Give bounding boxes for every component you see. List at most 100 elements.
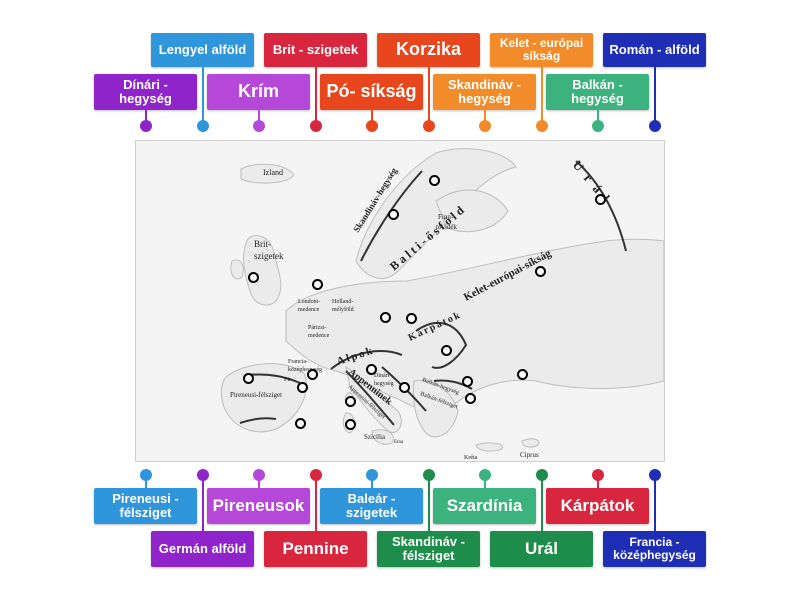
crete-shape	[475, 442, 504, 452]
map-pin[interactable]	[465, 393, 476, 404]
label-dinari-hegyseg[interactable]: Dínári - hegység	[94, 74, 197, 110]
map-pin[interactable]	[399, 382, 410, 393]
connector-dot-pireneusi-felsziget	[140, 469, 152, 481]
connector-skandinav-hegyseg	[484, 110, 486, 122]
betic-range	[239, 417, 277, 424]
map-pin[interactable]	[243, 373, 254, 384]
map-text-izland: Izland	[263, 168, 283, 177]
connector-german	[202, 479, 204, 531]
map-pin[interactable]	[429, 175, 440, 186]
connector-dot-balkan-hegyseg	[592, 120, 604, 132]
connector-po	[371, 110, 373, 122]
map-pin[interactable]	[535, 266, 546, 277]
balkan-range	[433, 379, 473, 390]
label-german-alfold[interactable]: Germán alföld	[151, 531, 254, 567]
appennine-range	[345, 370, 395, 426]
map-pin[interactable]	[307, 369, 318, 380]
map-text-pir: Pir	[284, 377, 291, 383]
connector-korzika	[428, 67, 430, 122]
label-pireneusi-felsziget[interactable]: Pireneusi - félsziget	[94, 488, 197, 524]
connector-szardinia	[484, 479, 486, 488]
map-text-parizsi-medence: medence	[308, 333, 330, 339]
label-francia-kozephegyseg[interactable]: Francia - középhegység	[603, 531, 706, 567]
label-karpatok[interactable]: Kárpátok	[546, 488, 649, 524]
connector-karpatok	[597, 479, 599, 488]
label-pennine[interactable]: Pennine	[264, 531, 367, 567]
connector-pireneusi-felsziget	[145, 479, 147, 488]
label-korzika[interactable]: Korzika	[377, 33, 480, 67]
connector-dot-roman	[649, 120, 661, 132]
label-balkan-hegyseg[interactable]: Balkán - hegység	[546, 74, 649, 110]
map-text-tovidek: tóvidék	[436, 223, 457, 231]
map-pin[interactable]	[345, 419, 356, 430]
britain-shape	[243, 235, 282, 306]
connector-dot-szardinia	[479, 469, 491, 481]
map-pin[interactable]	[295, 418, 306, 429]
label-roman-alfold[interactable]: Román - alföld	[603, 33, 706, 67]
map-text-pireneusi: Pireneusi-félsziget	[230, 391, 282, 399]
connector-balkan-hegyseg	[597, 110, 599, 122]
map-pin[interactable]	[312, 279, 323, 290]
map-text-kozephegyseg: középhegység	[288, 367, 322, 373]
label-pireneusok[interactable]: Pireneusok	[207, 488, 310, 524]
label-szardinia[interactable]: Szardínia	[433, 488, 536, 524]
map-text-kreta: Kréta	[464, 455, 478, 461]
connector-dot-skandinav-felsziget	[423, 469, 435, 481]
label-lengyel-alfold[interactable]: Lengyel alföld	[151, 33, 254, 67]
connector-dot-balear	[366, 469, 378, 481]
label-krim[interactable]: Krím	[207, 74, 310, 110]
connector-dinari	[145, 110, 147, 122]
connector-brit	[315, 67, 317, 122]
map-text-medence: medence	[298, 307, 320, 313]
connector-pennine	[315, 479, 317, 531]
label-ural[interactable]: Urál	[490, 531, 593, 567]
pyrenees-range	[247, 373, 301, 384]
map-pin[interactable]	[380, 312, 391, 323]
ireland-shape	[230, 259, 244, 280]
sicily-shape	[371, 429, 394, 445]
balkan-shape	[413, 379, 459, 438]
map-pin[interactable]	[462, 376, 473, 387]
map-text-dinari: Dinári-	[374, 373, 391, 379]
connector-dot-brit	[310, 120, 322, 132]
europe-map: Izland Brit- szigetek Skandináv-hegység …	[135, 140, 665, 462]
connector-kelet	[541, 67, 543, 122]
connector-dot-kelet	[536, 120, 548, 132]
label-kelet-europai-siksag[interactable]: Kelet - európai síkság	[490, 33, 593, 67]
connector-dot-pireneusok	[253, 469, 265, 481]
connector-skandinav-felsziget	[428, 479, 430, 531]
map-pin[interactable]	[388, 209, 399, 220]
connector-dot-francia	[649, 469, 661, 481]
label-skandinav-felsziget[interactable]: Skandináv - félsziget	[377, 531, 480, 567]
map-pin[interactable]	[595, 194, 606, 205]
map-text-holland: Holland-	[332, 299, 353, 305]
alps-range	[330, 350, 403, 370]
map-text-londoni: Londoni-	[298, 299, 320, 305]
connector-dot-korzika	[423, 120, 435, 132]
map-pin[interactable]	[297, 382, 308, 393]
connector-roman	[654, 67, 656, 122]
map-text-brit: Brit-	[254, 239, 271, 249]
scandinavia-shape	[355, 148, 517, 279]
map-text-francia: Francia-	[288, 359, 308, 365]
connector-balear	[371, 479, 373, 488]
label-po-siksag[interactable]: Pó- síkság	[320, 74, 423, 110]
map-pin[interactable]	[366, 364, 377, 375]
map-pin[interactable]	[345, 396, 356, 407]
map-pin[interactable]	[517, 369, 528, 380]
label-balear-szigetek[interactable]: Baleár - szigetek	[320, 488, 423, 524]
connector-dot-lengyel	[197, 120, 209, 132]
map-text-ciprus: Ciprus	[520, 451, 539, 459]
label-brit-szigetek[interactable]: Brit - szigetek	[264, 33, 367, 67]
map-text-etna: Etna	[394, 440, 404, 445]
map-pin[interactable]	[406, 313, 417, 324]
map-pin[interactable]	[441, 345, 452, 356]
iberia-shape	[220, 363, 307, 433]
label-skandinav-hegyseg[interactable]: Skandináv - hegység	[433, 74, 536, 110]
map-text-finn: Finn-	[438, 213, 454, 221]
connector-dot-ural	[536, 469, 548, 481]
mainland-shape	[285, 238, 665, 411]
connector-ural	[541, 479, 543, 531]
connector-krim	[258, 110, 260, 122]
map-pin[interactable]	[248, 272, 259, 283]
